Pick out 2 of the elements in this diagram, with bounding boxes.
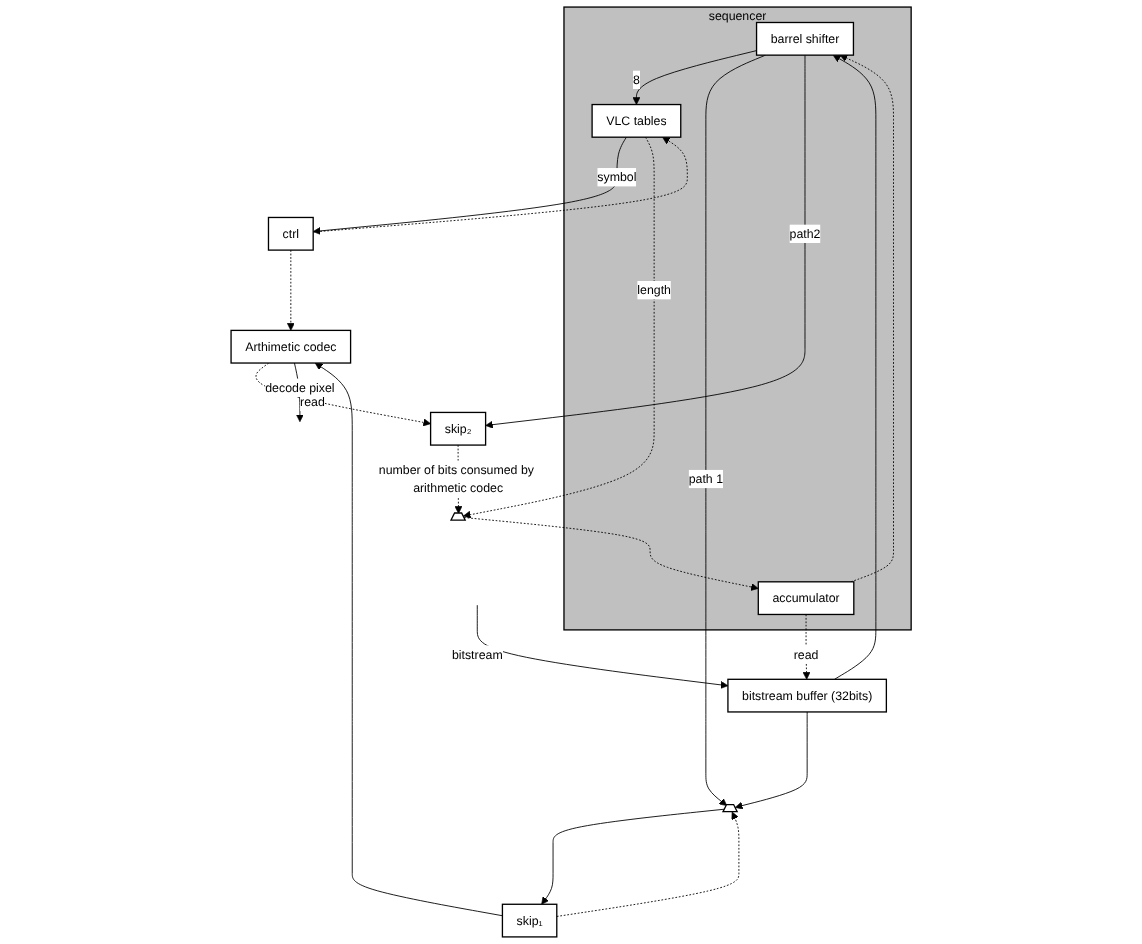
node-trapezoid — [721, 803, 739, 813]
node-trapezoid — [449, 512, 467, 521]
